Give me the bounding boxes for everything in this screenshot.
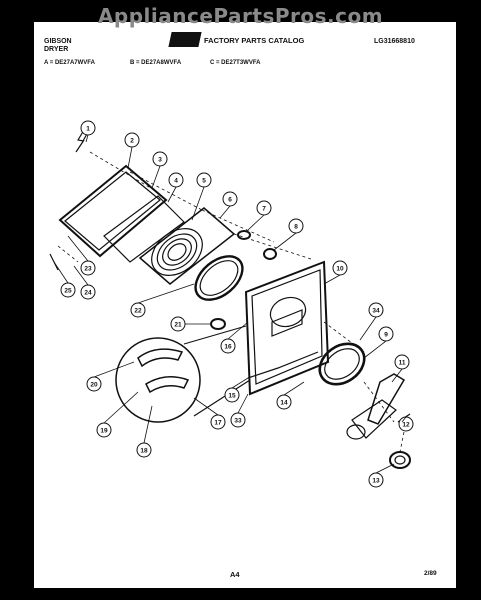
callout-19: 19 xyxy=(96,422,112,438)
callout-3: 3 xyxy=(152,151,168,167)
part-13-shape xyxy=(389,451,411,469)
callout-18: 18 xyxy=(136,442,152,458)
part-21-shape xyxy=(210,318,226,330)
callout-6: 6 xyxy=(222,191,238,207)
part-11b-shape xyxy=(351,399,397,439)
part-7-shape xyxy=(237,230,251,240)
callout-34: 34 xyxy=(368,302,384,318)
callout-9: 9 xyxy=(378,326,394,342)
part-2-shape xyxy=(58,164,168,258)
svg-text:3: 3 xyxy=(158,157,162,164)
brand-label: GIBSON xyxy=(44,38,72,45)
parts-diagram-sheet: GIBSON DRYER FACTORY PARTS CATALOG LG316… xyxy=(34,22,456,588)
callout-24: 24 xyxy=(80,284,96,300)
callout-15: 15 xyxy=(224,387,240,403)
model-a-label: A = DE27A7WVFA xyxy=(44,60,95,66)
svg-text:14: 14 xyxy=(280,400,288,407)
svg-text:33: 33 xyxy=(234,418,242,425)
catalog-number: LG31668810 xyxy=(374,38,415,45)
svg-text:25: 25 xyxy=(64,288,72,295)
svg-text:18: 18 xyxy=(140,448,148,455)
svg-text:2: 2 xyxy=(130,138,134,145)
callout-21: 21 xyxy=(170,316,186,332)
svg-text:9: 9 xyxy=(384,332,388,339)
callout-11: 11 xyxy=(394,354,410,370)
svg-text:23: 23 xyxy=(84,266,92,273)
callout-10: 10 xyxy=(332,260,348,276)
exploded-view-drawing: 1 2 3 4 5 6 7 8 10 34 9 11 12 13 14 15 1… xyxy=(49,120,414,488)
svg-text:10: 10 xyxy=(336,266,344,273)
callout-4: 4 xyxy=(168,172,184,188)
callout-16: 16 xyxy=(220,338,236,354)
callout-5: 5 xyxy=(196,172,212,188)
callout-33: 33 xyxy=(230,412,246,428)
callout-2: 2 xyxy=(124,132,140,148)
model-b-label: B = DE27A8WVFA xyxy=(130,60,182,66)
callout-22: 22 xyxy=(130,302,146,318)
detail-view-circle xyxy=(115,337,201,423)
svg-text:12: 12 xyxy=(402,422,410,429)
svg-text:8: 8 xyxy=(294,224,298,231)
part-5-shape xyxy=(138,207,236,285)
part-20-shape xyxy=(137,348,184,368)
part-19-shape xyxy=(145,376,190,394)
callout-25: 25 xyxy=(60,282,76,298)
callout-markers: 1 2 3 4 5 6 7 8 10 34 9 11 12 13 14 15 1… xyxy=(60,120,414,488)
svg-text:11: 11 xyxy=(399,360,406,367)
revision-date: 2/89 xyxy=(424,570,437,577)
svg-text:21: 21 xyxy=(174,322,182,329)
svg-text:17: 17 xyxy=(214,420,222,427)
svg-text:1: 1 xyxy=(86,126,90,133)
callout-20: 20 xyxy=(86,376,102,392)
callout-12: 12 xyxy=(398,416,414,432)
callout-14: 14 xyxy=(276,394,292,410)
callout-23: 23 xyxy=(80,260,96,276)
front-panel-opening xyxy=(269,296,307,328)
svg-text:20: 20 xyxy=(90,382,98,389)
svg-text:6: 6 xyxy=(228,197,232,204)
svg-text:15: 15 xyxy=(228,393,236,400)
svg-text:22: 22 xyxy=(134,308,142,315)
callout-17: 17 xyxy=(210,414,226,430)
svg-text:16: 16 xyxy=(224,344,232,351)
catalog-title: FACTORY PARTS CATALOG xyxy=(204,36,305,45)
watermark: AppliancePartsPros.com xyxy=(97,4,384,28)
svg-text:5: 5 xyxy=(202,178,206,185)
part-4-shape xyxy=(103,195,185,263)
product-label: DRYER xyxy=(44,46,69,53)
callout-7: 7 xyxy=(256,200,272,216)
part-10-shape xyxy=(244,260,330,396)
part-22-shape xyxy=(194,255,244,301)
part-8-shape xyxy=(263,248,277,260)
page-number: A4 xyxy=(230,570,240,579)
svg-text:24: 24 xyxy=(84,290,92,297)
svg-text:13: 13 xyxy=(372,478,380,485)
part-11-shape xyxy=(367,373,406,425)
callout-13: 13 xyxy=(368,472,384,488)
model-c-label: C = DE27T3WVFA xyxy=(210,60,261,66)
part-9-shape xyxy=(318,342,366,386)
svg-text:19: 19 xyxy=(100,428,108,435)
svg-text:34: 34 xyxy=(372,308,380,315)
callout-8: 8 xyxy=(288,218,304,234)
callout-1: 1 xyxy=(80,120,96,136)
svg-text:4: 4 xyxy=(174,178,178,185)
svg-text:7: 7 xyxy=(262,206,266,213)
